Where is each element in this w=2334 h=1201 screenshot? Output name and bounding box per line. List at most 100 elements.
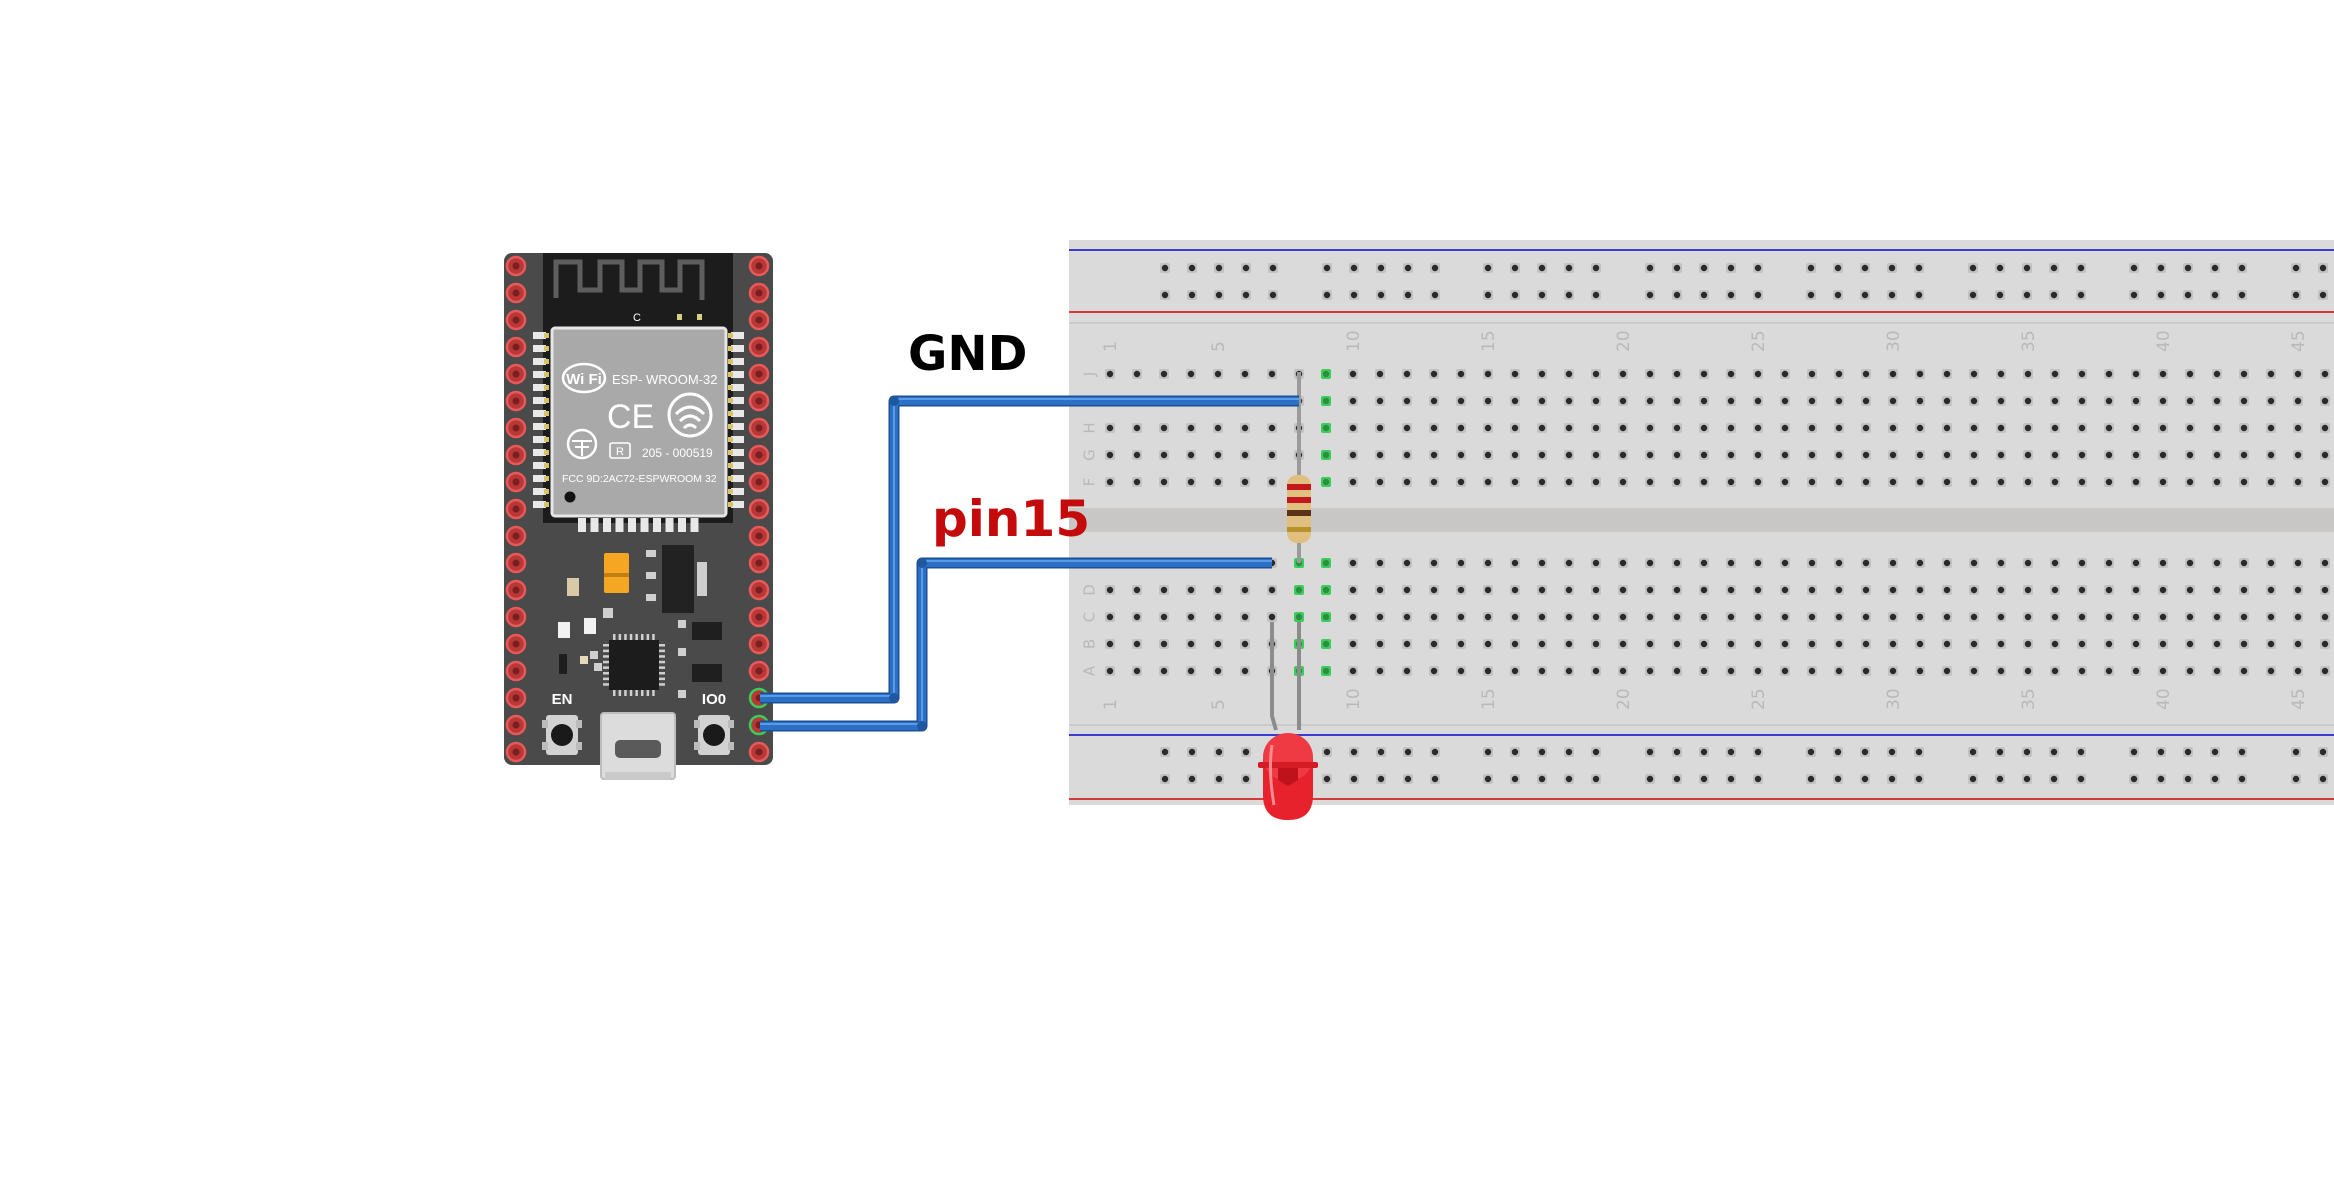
esp32-devkit-board: C Wi Fi ESP- WROOM-32 CE R 205 - 000519 … <box>504 253 773 780</box>
hole-contact <box>1403 370 1411 378</box>
smd-resistor <box>567 578 579 596</box>
rail-hole-contact <box>1377 775 1385 783</box>
hole-contact <box>1214 424 1222 432</box>
wire-pin15[interactable] <box>760 557 1272 732</box>
header-pin-hole <box>512 667 520 675</box>
rail-hole-contact <box>2319 291 2327 299</box>
micro-usb-port[interactable] <box>600 712 676 780</box>
gnd-label: GND <box>908 326 1027 382</box>
hole-contact <box>1943 370 1951 378</box>
hole-contact <box>1619 586 1627 594</box>
hole-contact <box>1187 613 1195 621</box>
rail-hole-contact <box>1565 748 1573 756</box>
hole-contact <box>2186 586 2194 594</box>
hole-contact <box>1970 451 1978 459</box>
en-button[interactable] <box>542 715 582 755</box>
diode <box>559 654 567 674</box>
rail-hole-contact <box>1754 775 1762 783</box>
hole-contact <box>2240 424 2248 432</box>
hole-contact <box>1322 397 1330 405</box>
module-pin <box>731 462 744 469</box>
hole-contact <box>1700 397 1708 405</box>
red-led[interactable] <box>1258 733 1318 820</box>
hole-contact <box>1781 613 1789 621</box>
hole-contact <box>1349 640 1357 648</box>
chip-pin <box>629 690 633 696</box>
hole-contact <box>1889 640 1897 648</box>
rail-hole-contact <box>1538 748 1546 756</box>
rail-hole-contact <box>2292 748 2300 756</box>
hole-contact <box>2240 640 2248 648</box>
hole-contact <box>2213 397 2221 405</box>
resistor-band-tolerance <box>1287 527 1311 532</box>
rail-hole-contact <box>2211 748 2219 756</box>
module-pin-pad <box>544 346 549 351</box>
chip-pin <box>659 649 665 653</box>
rail-hole-contact <box>2184 264 2192 272</box>
hole-contact <box>2078 559 2086 567</box>
hole-contact <box>1781 586 1789 594</box>
hole-contact <box>1754 613 1762 621</box>
row-letter: J <box>1081 372 1099 377</box>
hole-contact <box>1997 586 2005 594</box>
module-pin <box>533 436 546 443</box>
rail-hole-contact <box>2292 291 2300 299</box>
hole-contact <box>1538 370 1546 378</box>
header-pin-hole <box>755 397 763 405</box>
rail-hole-contact <box>1834 264 1842 272</box>
rail-hole-contact <box>1538 291 1546 299</box>
hole-contact <box>1403 667 1411 675</box>
hole-contact <box>2321 478 2329 486</box>
hole-contact <box>1646 559 1654 567</box>
hole-contact <box>1997 451 2005 459</box>
smd-part <box>678 690 686 698</box>
rail-hole-contact <box>2023 264 2031 272</box>
hole-contact <box>2321 586 2329 594</box>
hole-contact <box>1457 667 1465 675</box>
hole-contact <box>1619 451 1627 459</box>
hole-contact <box>2024 478 2032 486</box>
hole-contact <box>2267 640 2275 648</box>
hole-contact <box>2132 613 2140 621</box>
hole-contact <box>2105 478 2113 486</box>
hole-contact <box>1592 424 1600 432</box>
hole-contact <box>1943 424 1951 432</box>
hole-contact <box>2024 667 2032 675</box>
rail-hole-contact <box>1511 291 1519 299</box>
smd-part <box>678 648 686 656</box>
rail-hole-contact <box>2157 264 2165 272</box>
rail-hole-contact <box>2292 775 2300 783</box>
rail-hole-contact <box>1807 775 1815 783</box>
hole-contact <box>1889 667 1897 675</box>
row-letter: A <box>1081 665 1099 676</box>
hole-contact <box>1484 586 1492 594</box>
wire-gnd[interactable] <box>760 395 1299 704</box>
hole-contact <box>1187 586 1195 594</box>
hole-contact <box>2024 424 2032 432</box>
esp-wroom-32-shield <box>550 326 728 518</box>
rail-hole-contact <box>1511 775 1519 783</box>
hole-contact <box>2240 586 2248 594</box>
hole-contact <box>1727 451 1735 459</box>
hole-contact <box>1619 424 1627 432</box>
hole-contact <box>2132 424 2140 432</box>
hole-contact <box>1376 586 1384 594</box>
module-pin <box>533 397 546 404</box>
hole-contact <box>1835 370 1843 378</box>
hole-contact <box>1754 640 1762 648</box>
hole-contact <box>1430 586 1438 594</box>
hole-contact <box>1673 667 1681 675</box>
column-number: 1 <box>1101 699 1121 710</box>
hole-contact <box>1970 613 1978 621</box>
hole-contact <box>1889 559 1897 567</box>
hole-contact <box>2024 613 2032 621</box>
module-bottom-pad <box>578 518 586 532</box>
module-pin <box>731 345 744 352</box>
rail-hole-contact <box>1888 291 1896 299</box>
io0-button[interactable] <box>694 715 734 755</box>
breadboard-center-channel <box>1069 508 2334 532</box>
chip-pin <box>659 677 665 681</box>
hole-contact <box>1673 451 1681 459</box>
rail-hole-contact <box>2157 291 2165 299</box>
module-pin-pad <box>728 489 733 494</box>
